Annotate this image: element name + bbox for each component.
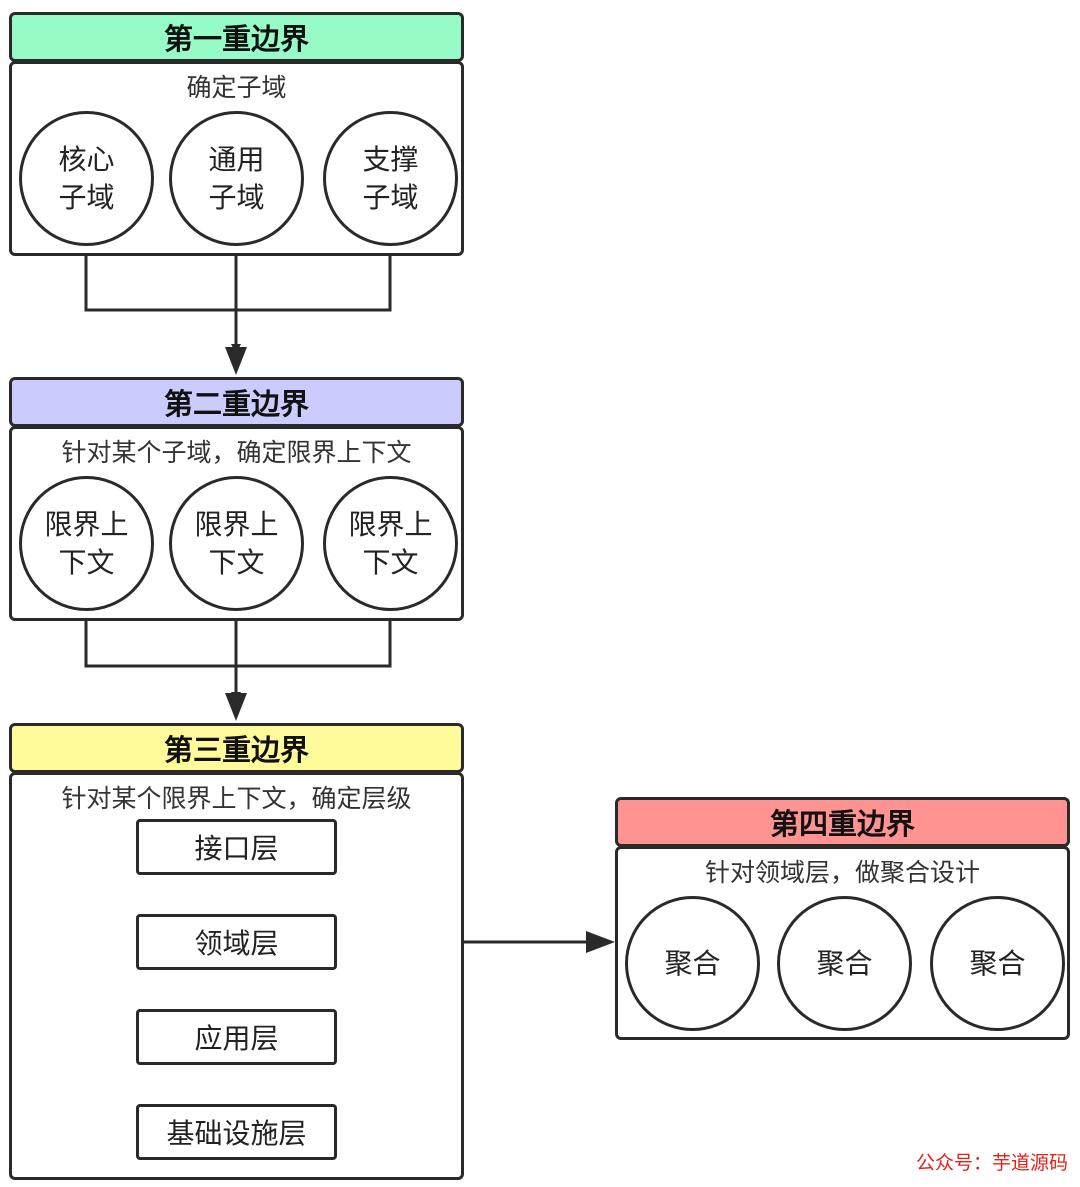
layer-label: 领域层: [194, 927, 279, 960]
boundary1-title: 第一重边界: [163, 22, 309, 56]
arrowhead-boundary3: [225, 693, 247, 721]
merge-connector-2: [84, 610, 392, 668]
application-layer-box: 应用层: [136, 1009, 337, 1065]
node-line: 下文: [208, 545, 265, 579]
node-line: 子域: [362, 180, 419, 214]
aggregate-node: 聚合: [777, 896, 912, 1031]
arrowhead-boundary2: [225, 347, 247, 375]
boundary2-header: 第二重边界: [9, 377, 464, 427]
watermark-text: 公众号：芋道源码: [915, 1152, 1068, 1174]
bounded-context-node: 限界上下文: [169, 476, 304, 611]
boundary1-caption: 确定子域: [186, 73, 287, 102]
infrastructure-layer-box: 基础设施层: [136, 1104, 337, 1160]
boundary4-caption: 针对领域层，做聚合设计: [704, 858, 980, 887]
node-line: 支撑: [362, 142, 419, 176]
node-line: 核心: [58, 142, 115, 176]
generic-subdomain-node: 通用子域: [169, 111, 304, 246]
node-line: 聚合: [664, 946, 721, 980]
node-line: 限界上: [348, 507, 433, 541]
node-line: 子域: [208, 180, 265, 214]
layer-label: 接口层: [194, 832, 279, 865]
boundary4-title: 第四重边界: [769, 807, 915, 841]
node-line: 限界上: [194, 507, 279, 541]
arrowhead-boundary4: [586, 931, 615, 953]
node-line: 子域: [58, 180, 115, 214]
bounded-context-node: 限界上下文: [323, 476, 458, 611]
node-line: 下文: [362, 545, 419, 579]
boundary3-title: 第三重边界: [163, 733, 309, 767]
boundary4-header: 第四重边界: [615, 797, 1070, 847]
supporting-subdomain-node: 支撑子域: [323, 111, 458, 246]
boundary3-caption: 针对某个限界上下文，确定层级: [61, 784, 412, 813]
node-line: 通用: [208, 142, 265, 176]
interface-layer-box: 接口层: [136, 819, 337, 875]
node-line: 限界上: [44, 507, 129, 541]
boundary2-title: 第二重边界: [163, 387, 309, 421]
aggregate-node: 聚合: [930, 896, 1065, 1031]
bounded-context-node: 限界上下文: [19, 476, 154, 611]
core-subdomain-node: 核心子域: [19, 111, 154, 246]
layer-label: 应用层: [194, 1022, 279, 1055]
merge-connector-1: [84, 245, 392, 312]
boundary1-header: 第一重边界: [9, 12, 464, 62]
boundary3-header: 第三重边界: [9, 723, 464, 773]
layer-label: 基础设施层: [166, 1117, 307, 1150]
node-line: 聚合: [816, 946, 873, 980]
node-line: 下文: [58, 545, 115, 579]
aggregate-node: 聚合: [625, 896, 760, 1031]
domain-layer-box: 领域层: [136, 914, 337, 970]
boundary2-caption: 针对某个子域，确定限界上下文: [61, 438, 412, 467]
node-line: 聚合: [969, 946, 1026, 980]
